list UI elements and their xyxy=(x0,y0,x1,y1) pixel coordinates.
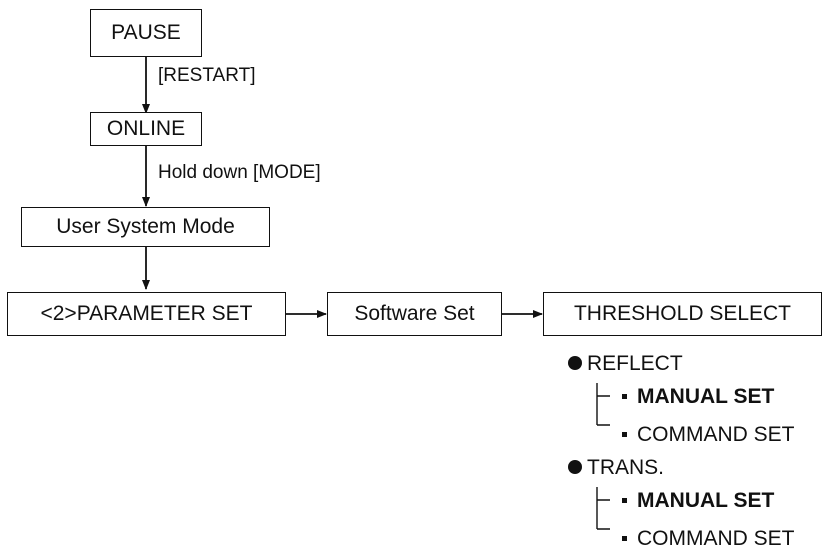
square-bullet-icon xyxy=(622,536,627,541)
edge-label-hold-mode: Hold down [MODE] xyxy=(158,162,321,183)
option-reflect-manual-set: MANUAL SET xyxy=(637,385,775,408)
node-software-set: Software Set xyxy=(327,292,502,336)
tree-branch-reflect xyxy=(596,383,610,426)
node-online: ONLINE xyxy=(90,112,202,146)
node-user-system-mode: User System Mode xyxy=(21,207,270,247)
square-bullet-icon xyxy=(622,432,627,437)
node-parameter-set: <2>PARAMETER SET xyxy=(7,292,286,336)
option-reflect-command-set: COMMAND SET xyxy=(637,423,795,446)
bullet-reflect-icon xyxy=(568,356,582,370)
option-trans-command-set: COMMAND SET xyxy=(637,527,795,550)
tree-branch-trans xyxy=(596,487,610,530)
option-trans-manual-set: MANUAL SET xyxy=(637,489,775,512)
node-threshold-select: THRESHOLD SELECT xyxy=(543,292,822,336)
square-bullet-icon xyxy=(622,394,627,399)
option-reflect-label: REFLECT xyxy=(587,352,683,375)
square-bullet-icon xyxy=(622,498,627,503)
edge-label-restart: [RESTART] xyxy=(158,65,256,86)
bullet-trans-icon xyxy=(568,460,582,474)
option-trans-label: TRANS. xyxy=(587,456,665,479)
node-pause: PAUSE xyxy=(90,9,202,57)
